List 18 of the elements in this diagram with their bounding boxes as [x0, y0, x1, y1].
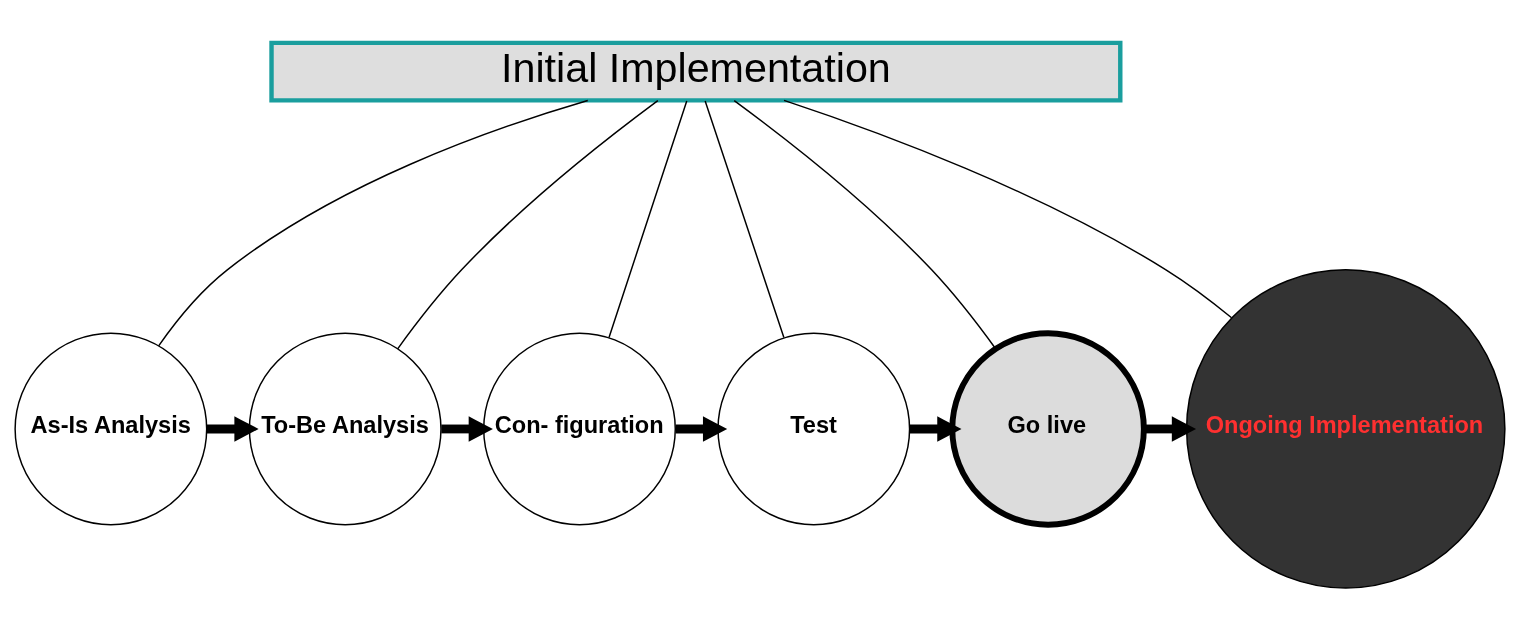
node-circle: Ongoing Implementation [1185, 269, 1506, 589]
node-circle: Test [717, 332, 911, 526]
arrow [441, 416, 493, 442]
node-circle: As-Is Analysis [14, 332, 208, 526]
node-box: Initial Implementation [269, 40, 1123, 103]
arrow [1144, 416, 1197, 442]
connector [704, 100, 785, 339]
arrow [909, 416, 962, 442]
connector [157, 99, 589, 347]
node-circle: To-Be Analysis [248, 332, 442, 526]
connector [608, 100, 688, 339]
arrow [207, 416, 259, 442]
node-circle: Con- figuration [482, 332, 676, 526]
connector [396, 99, 659, 350]
arrow [675, 416, 728, 442]
connector [783, 99, 1233, 319]
node-circle: Go live [949, 330, 1147, 528]
connector [733, 99, 997, 350]
